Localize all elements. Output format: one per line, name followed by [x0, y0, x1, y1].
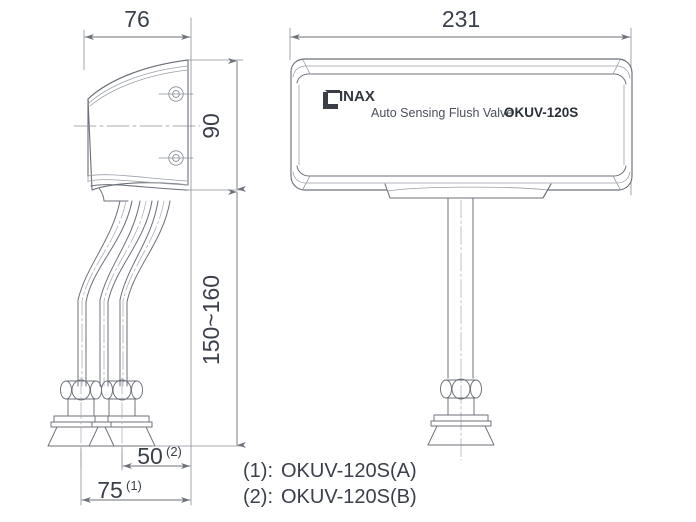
legend-marker-2: (2):: [243, 486, 273, 508]
brand-label: INAX: [339, 88, 375, 105]
front-wall-fitting: [427, 378, 495, 446]
mounting-hole-lower: [158, 150, 194, 166]
dimension-231: 231: [442, 6, 480, 32]
dimension-drop: 150~160: [198, 275, 224, 365]
dimension-50-superscript: (2): [166, 444, 182, 459]
dimension-90: 90: [198, 113, 224, 139]
mounting-hole-upper: [158, 86, 194, 102]
dimension-75-superscript: (1): [126, 478, 142, 493]
dimension-76: 76: [124, 6, 150, 32]
legend-marker-1: (1):: [243, 460, 273, 482]
side-view-group: [47, 17, 246, 506]
dimension-75: 75: [97, 477, 123, 503]
product-description: Auto Sensing Flush Valve: [371, 106, 513, 120]
model-number: OKUV-120S: [504, 105, 578, 120]
legend-value-2: OKUV-120S(B): [281, 486, 417, 508]
legend-value-1: OKUV-120S(A): [281, 460, 417, 482]
inax-bracket-logo: [323, 90, 340, 109]
front-view-group: [289, 27, 633, 461]
dimension-50: 50: [137, 443, 163, 469]
